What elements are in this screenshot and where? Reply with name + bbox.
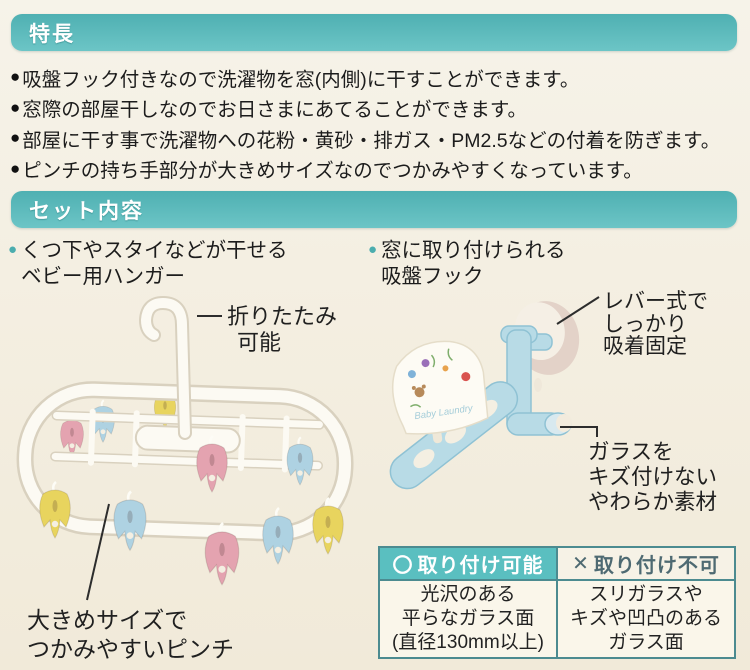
teal-bullet-dot: ● <box>368 241 378 258</box>
features-list: ● 吸盤フック付きなので洗濯物を窓(内側)に干すことができます。 ● 窓際の部屋… <box>10 62 746 184</box>
set-item-label: くつ下やスタイなどが干せる ベビー用ハンガー <box>21 238 288 290</box>
annotation-foldable: 折りたたみ 可能 <box>227 304 337 356</box>
clothespin-blue <box>262 507 294 565</box>
hanger-hook <box>138 295 192 440</box>
set-item-suction-hook: ● 窓に取り付けられる 吸盤フック <box>368 238 566 290</box>
set-item-line: ベビー用ハンガー <box>21 265 186 288</box>
mounting-compatibility-table: 〇 取り付け可能 ✕ 取り付け不可 光沢のある 平らなガラス面 (直径130mm… <box>378 546 736 659</box>
baby-hanger-illustration <box>16 295 354 586</box>
set-item-baby-hanger: ● くつ下やスタイなどが干せる ベビー用ハンガー <box>8 238 288 290</box>
annotation-line: ガラスを <box>588 440 674 464</box>
cross-ng-mark: ✕ <box>572 553 590 575</box>
bullet-dot: ● <box>10 158 21 178</box>
annotation-soft-material: ガラスを キズ付けない やわらか素材 <box>588 440 717 515</box>
annotation-line: キズ付けない <box>588 465 718 489</box>
set-item-line: くつ下やスタイなどが干せる <box>21 239 288 262</box>
table-cell-mountable: 光沢のある 平らなガラス面 (直径130mm以上) <box>380 579 558 657</box>
set-contents-section-title: セット内容 <box>29 199 144 223</box>
set-item-line: 吸盤フック <box>381 265 484 288</box>
feature-text: 部屋に干す事で洗濯物への花粉・黄砂・排ガス・PM2.5などの付着を防ぎます。 <box>22 129 721 152</box>
feature-item: ● 部屋に干す事で洗濯物への花粉・黄砂・排ガス・PM2.5などの付着を防ぎます。 <box>10 123 746 154</box>
clothespin-pink <box>60 413 84 457</box>
suction-cup-tab <box>534 378 542 392</box>
table-cell-not-mountable: スリガラスや キズや凹凸のある ガラス面 <box>558 579 734 657</box>
bullet-dot: ● <box>10 67 21 87</box>
table-header-mountable: 〇 取り付け可能 <box>380 548 558 579</box>
table-cell-line: キズや凹凸のある <box>569 608 722 629</box>
baby-laundry-board: Baby Laundry <box>391 340 489 444</box>
feature-item: ● 窓際の部屋干しなのでお日さまにあてることができます。 <box>10 93 746 124</box>
clothespin-blue <box>286 436 314 486</box>
suction-hook-illustration: Baby Laundry <box>389 301 580 490</box>
board-decorations <box>407 348 471 408</box>
clothespin-yellow <box>39 481 71 539</box>
bullet-dot: ● <box>10 128 21 148</box>
clothespin-pink <box>196 435 228 493</box>
feature-text: 吸盤フック付きなので洗濯物を窓(内側)に干すことができます。 <box>22 68 580 91</box>
bullet-dot: ● <box>10 97 21 117</box>
set-contents-section-bar: セット内容 <box>11 191 737 228</box>
table-cell-line: (直径130mm以上) <box>391 632 544 653</box>
feature-item: ● ピンチの持ち手部分が大きめサイズなのでつかみやすくなっています。 <box>10 154 746 185</box>
annotation-big-pinch: 大きめサイズで つかみやすいピンチ <box>27 606 234 664</box>
table-cell-line: 光沢のある <box>420 584 516 605</box>
features-section-title: 特長 <box>29 22 75 46</box>
set-item-label: 窓に取り付けられる 吸盤フック <box>381 238 566 290</box>
table-header-label: 取り付け不可 <box>593 555 720 577</box>
clothespin-yellow <box>312 497 344 555</box>
annotation-line: 可能 <box>237 330 282 355</box>
table-header-not-mountable: ✕ 取り付け不可 <box>558 548 734 579</box>
teal-bullet-dot: ● <box>8 241 18 258</box>
clothespin-blue <box>113 490 147 552</box>
clothespin-pink <box>204 522 240 586</box>
annotation-line: 折りたたみ <box>227 304 338 329</box>
annotation-line: つかみやすいピンチ <box>27 636 234 662</box>
hook-knob-tip <box>556 414 572 432</box>
features-section-bar: 特長 <box>11 14 737 51</box>
annotation-line: 吸着固定 <box>603 335 687 358</box>
hanger-clips-near <box>39 435 344 586</box>
set-item-line: 窓に取り付けられる <box>381 239 566 262</box>
annotation-line: やわらか素材 <box>588 490 718 514</box>
feature-text: ピンチの持ち手部分が大きめサイズなのでつかみやすくなっています。 <box>22 160 643 183</box>
feature-text: 窓際の部屋干しなのでお日さまにあてることができます。 <box>22 99 527 122</box>
circle-ok-mark: 〇 <box>392 555 414 577</box>
annotation-line: 大きめサイズで <box>27 607 188 633</box>
annotation-lever: レバー式で しっかり 吸着固定 <box>603 290 708 359</box>
feature-item: ● 吸盤フック付きなので洗濯物を窓(内側)に干すことができます。 <box>10 62 746 93</box>
annotation-line: レバー式で <box>603 290 708 313</box>
annotation-line: しっかり <box>603 312 687 336</box>
table-cell-line: スリガラスや <box>589 584 703 605</box>
table-cell-line: 平らなガラス面 <box>401 608 535 629</box>
table-cell-line: ガラス面 <box>608 632 684 653</box>
table-header-label: 取り付け可能 <box>417 555 544 577</box>
